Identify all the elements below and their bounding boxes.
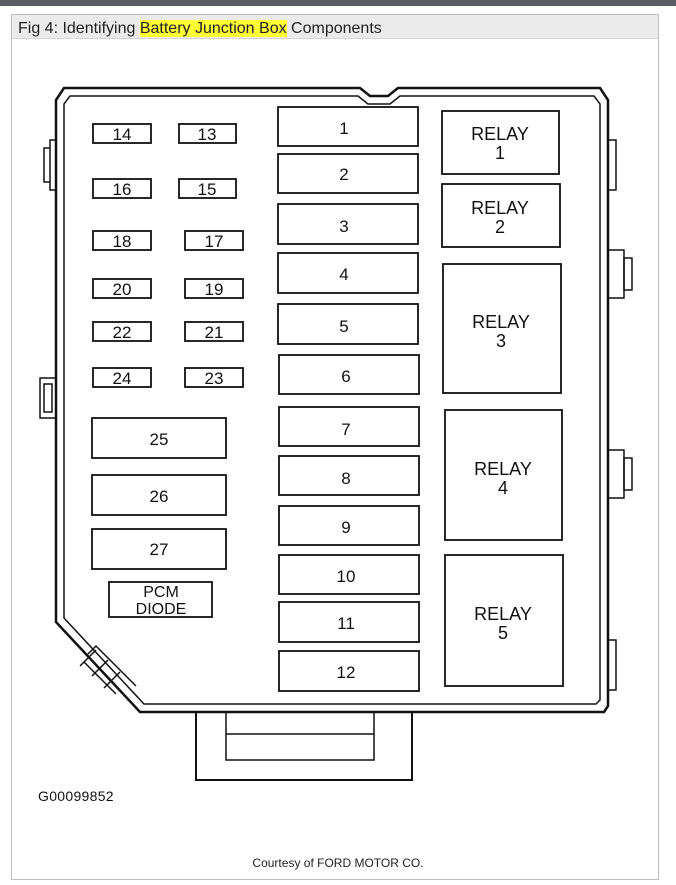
fuse-11-label: 11 — [337, 614, 355, 633]
fuse-6-label: 6 — [341, 367, 350, 386]
bottom-connector — [195, 712, 413, 781]
courtesy-credit: Courtesy of FORD MOTOR CO. — [252, 856, 424, 870]
fuse-25-label: 25 — [150, 430, 169, 449]
fuse-23-label: 23 — [205, 369, 224, 388]
figure-frame — [11, 14, 659, 880]
fuse-14-label: 14 — [113, 125, 132, 144]
fuse-1-label: 1 — [339, 119, 348, 138]
center-fuse-labels: 1 2 3 4 5 6 7 8 9 10 11 12 — [337, 119, 356, 682]
housing-outline — [54, 86, 610, 714]
center-fuses — [277, 106, 420, 692]
fuse-2-label: 2 — [339, 165, 348, 184]
small-fuses — [92, 123, 244, 388]
fuse-8-label: 8 — [341, 469, 350, 488]
relay-4-word: RELAY — [474, 459, 532, 479]
fuse-5-label: 5 — [339, 317, 348, 336]
title-highlight: Battery Junction Box — [139, 20, 287, 37]
pcm-diode-line1: PCM — [143, 584, 179, 601]
wide-fuses — [91, 417, 227, 570]
figure-code: G00099852 — [38, 788, 114, 804]
left-clip-middle — [39, 377, 57, 419]
fuse-21-label: 21 — [205, 323, 224, 342]
fuse-15-label: 15 — [198, 180, 217, 199]
relay-2-word: RELAY — [471, 198, 529, 218]
right-clip-upper — [607, 249, 633, 299]
title-prefix: Fig 4: Identifying — [18, 20, 140, 37]
fuse-22-label: 22 — [113, 323, 132, 342]
fuse-12-label: 12 — [337, 663, 356, 682]
bottom-left-latch — [79, 644, 137, 695]
fuse-24-label: 24 — [113, 369, 132, 388]
fuse-26-label: 26 — [150, 487, 169, 506]
fuse-18-label: 18 — [113, 232, 132, 251]
relay-5-word: RELAY — [474, 604, 532, 624]
figure-title: Fig 4: Identifying Battery Junction Box … — [18, 19, 382, 39]
fuse-16-label: 16 — [113, 180, 132, 199]
relay-3-number: 3 — [496, 331, 506, 351]
figure-title-bar — [12, 15, 658, 39]
fuse-27-label: 27 — [150, 540, 169, 559]
relay-labels: RELAY 1 RELAY 2 RELAY 3 RELAY 4 RELAY 5 — [471, 124, 532, 643]
relay-5-number: 5 — [498, 623, 508, 643]
right-clip-top — [608, 139, 617, 191]
right-clip-lower — [607, 449, 633, 499]
fuse-20-label: 20 — [113, 280, 132, 299]
relay-1-word: RELAY — [471, 124, 529, 144]
relay-3-word: RELAY — [472, 312, 530, 332]
fuse-3-label: 3 — [339, 217, 348, 236]
right-clip-bottom — [608, 639, 617, 691]
relay-2-number: 2 — [495, 217, 505, 237]
fuse-17-label: 17 — [205, 232, 224, 251]
pcm-diode-line2: DIODE — [136, 601, 187, 618]
top-bar — [0, 0, 676, 6]
fuse-7-label: 7 — [341, 420, 350, 439]
title-suffix: Components — [286, 20, 382, 37]
relay-1-number: 1 — [495, 143, 505, 163]
relay-4-number: 4 — [498, 478, 508, 498]
small-fuse-labels: 14 13 16 15 18 17 20 19 22 21 24 23 — [113, 125, 224, 388]
fuse-19-label: 19 — [205, 280, 224, 299]
wide-fuse-labels: 25 26 27 — [150, 430, 169, 559]
relays — [441, 110, 564, 687]
pcm-diode-box — [108, 581, 213, 618]
fuse-13-label: 13 — [198, 125, 217, 144]
fuse-9-label: 9 — [341, 518, 350, 537]
left-clip-top — [43, 139, 56, 191]
fuse-10-label: 10 — [337, 567, 356, 586]
fuse-4-label: 4 — [339, 265, 348, 284]
housing-inner-outline — [63, 95, 601, 705]
